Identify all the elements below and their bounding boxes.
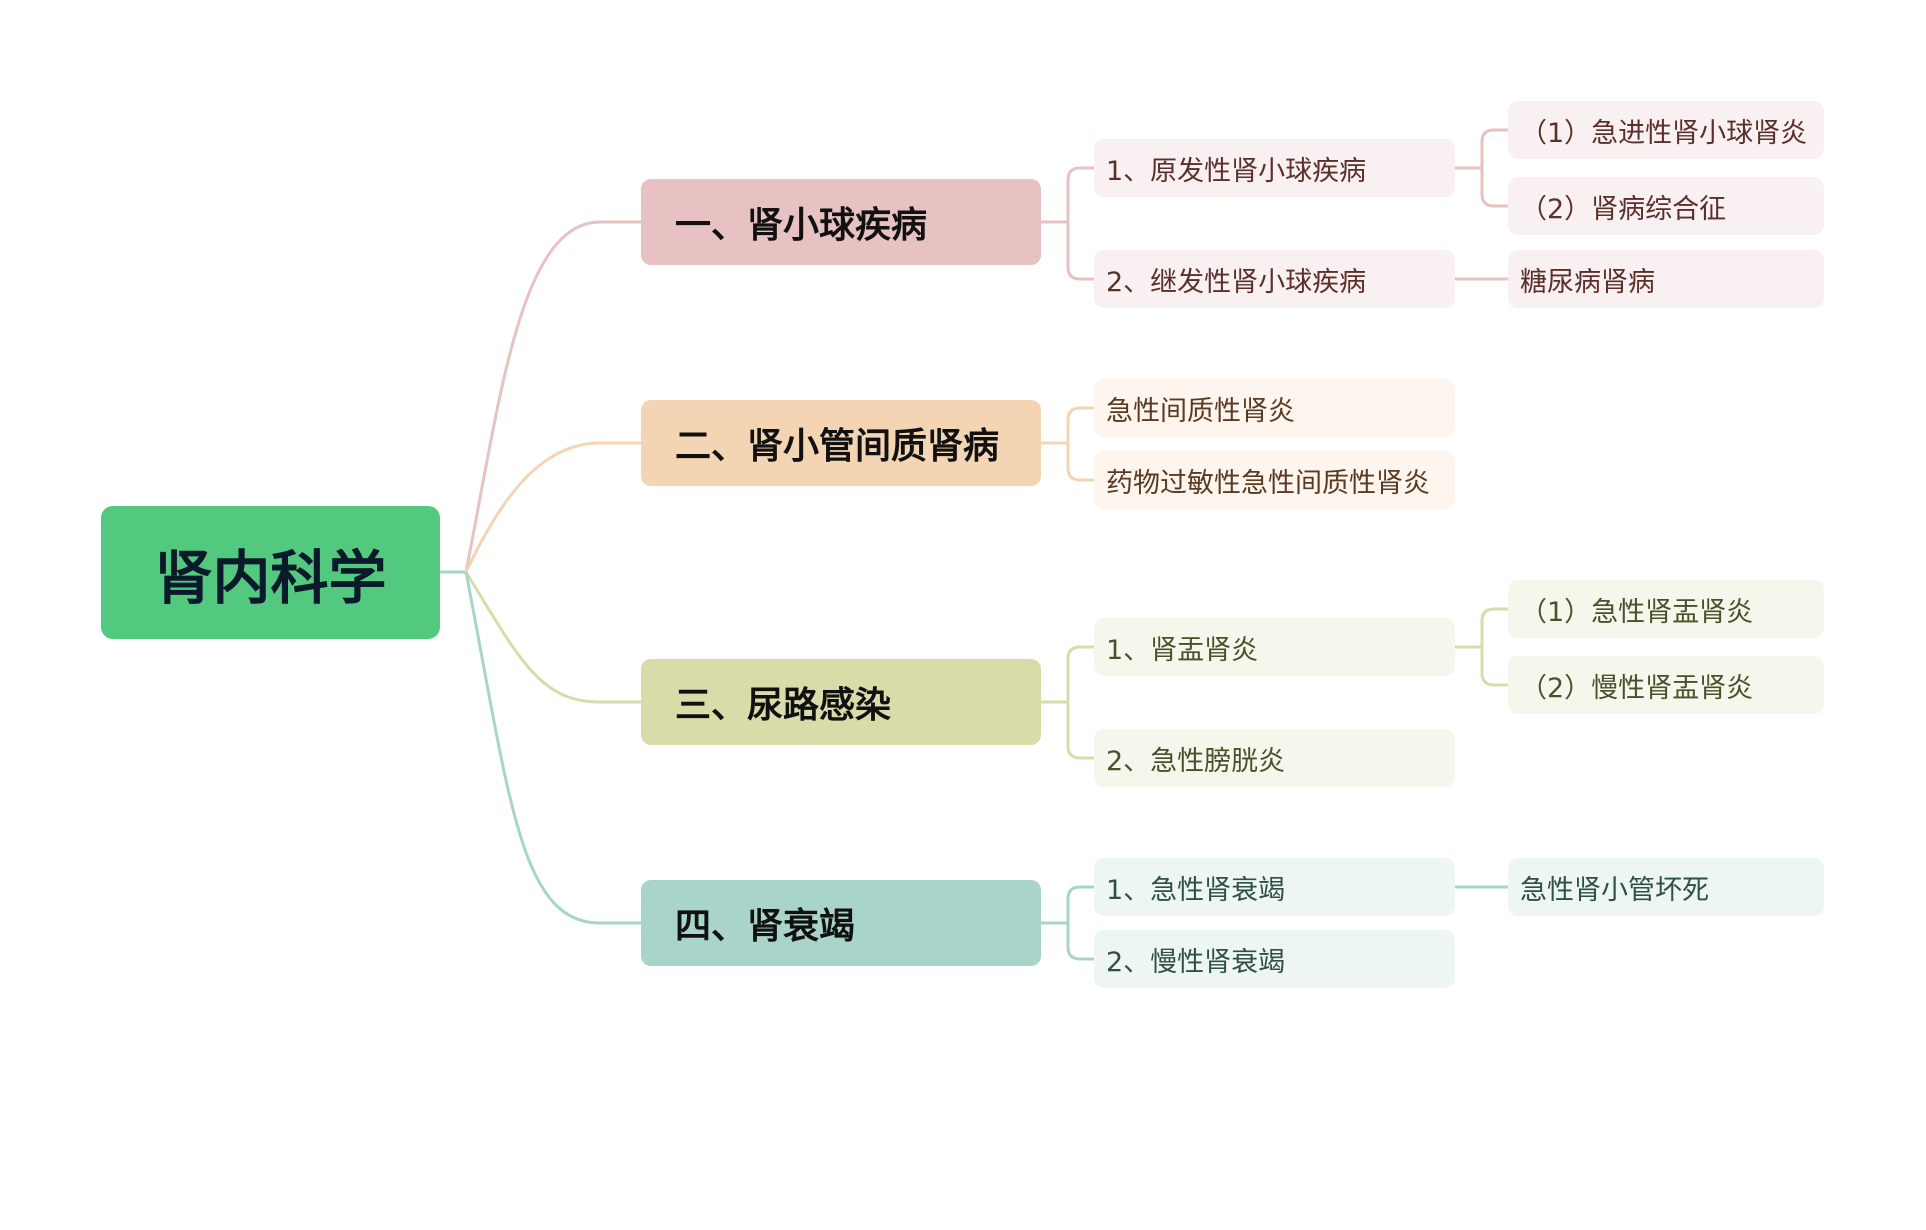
branch-renal-failure[interactable]: 四、肾衰竭 xyxy=(641,880,1041,966)
subtopic-node[interactable]: （1）急进性肾小球肾炎 xyxy=(1508,101,1824,159)
topic-node[interactable]: 2、慢性肾衰竭 xyxy=(1094,930,1455,988)
subtopic-node[interactable]: 急性肾小管坏死 xyxy=(1508,858,1824,916)
topic-node[interactable]: 药物过敏性急性间质性肾炎 xyxy=(1094,451,1455,509)
branch-urinary-infection[interactable]: 三、尿路感染 xyxy=(641,659,1041,745)
topic-node[interactable]: 2、急性膀胱炎 xyxy=(1094,729,1455,787)
branch-glomerular-disease[interactable]: 一、肾小球疾病 xyxy=(641,179,1041,265)
root-node[interactable]: 肾内科学 xyxy=(101,506,440,639)
topic-node[interactable]: 1、肾盂肾炎 xyxy=(1094,618,1455,676)
subtopic-node[interactable]: （2）肾病综合征 xyxy=(1508,177,1824,235)
topic-node[interactable]: 1、急性肾衰竭 xyxy=(1094,858,1455,916)
topic-node[interactable]: 急性间质性肾炎 xyxy=(1094,379,1455,437)
branch-tubulointerstitial-disease[interactable]: 二、肾小管间质肾病 xyxy=(641,400,1041,486)
subtopic-node[interactable]: （1）急性肾盂肾炎 xyxy=(1508,580,1824,638)
subtopic-node[interactable]: （2）慢性肾盂肾炎 xyxy=(1508,656,1824,714)
subtopic-node[interactable]: 糖尿病肾病 xyxy=(1508,250,1824,308)
topic-node[interactable]: 2、继发性肾小球疾病 xyxy=(1094,250,1455,308)
topic-node[interactable]: 1、原发性肾小球疾病 xyxy=(1094,139,1455,197)
